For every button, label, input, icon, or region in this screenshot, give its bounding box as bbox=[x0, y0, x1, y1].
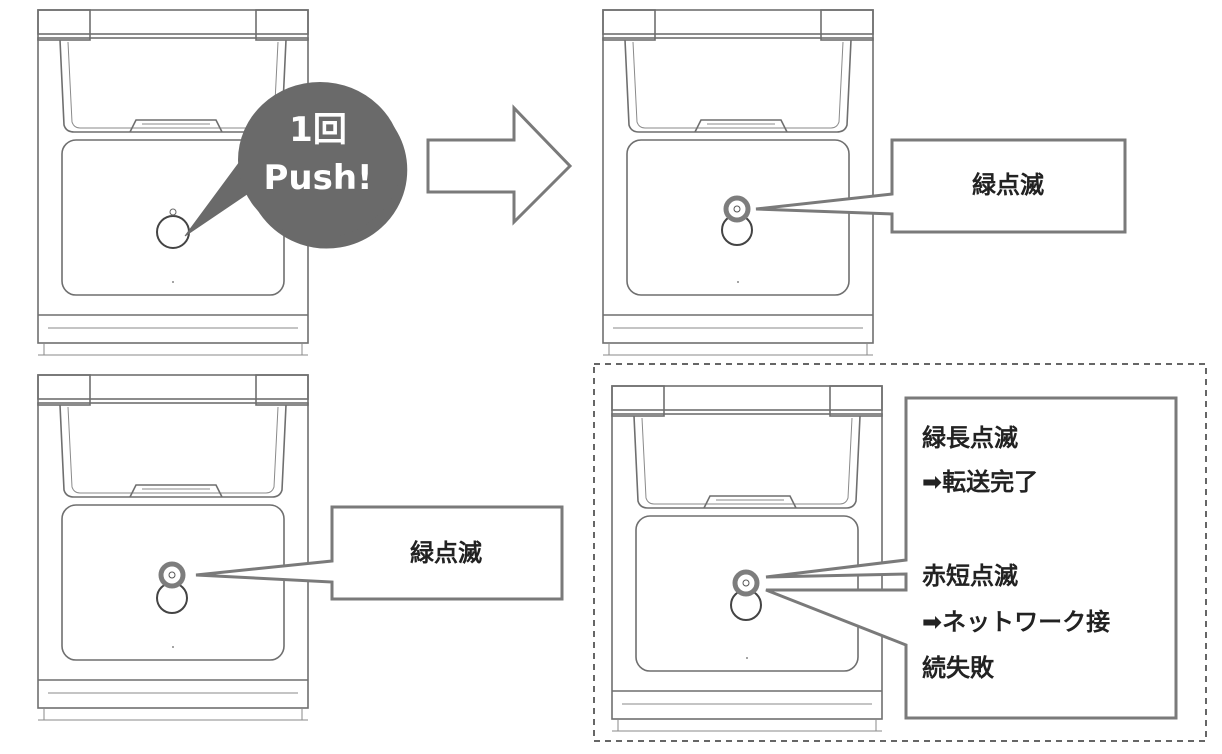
led-indicator bbox=[158, 561, 186, 589]
result-failure-line-2: ➡ネットワーク接 bbox=[922, 608, 1110, 636]
device-panel-2: 緑点滅 bbox=[602, 9, 1127, 356]
result-success-line-2: ➡転送完了 bbox=[922, 468, 1038, 496]
bubble-line-2: Push! bbox=[263, 158, 372, 198]
callout-top-text: 緑点滅 bbox=[972, 171, 1044, 199]
callout-bottom-left-box bbox=[195, 505, 564, 601]
bubble-line-1: 1回 bbox=[289, 110, 347, 150]
callout-result-box bbox=[765, 396, 1178, 720]
result-success-line-1: 緑長点滅 bbox=[922, 424, 1018, 452]
right-arrow-icon bbox=[426, 104, 573, 226]
led-indicator bbox=[732, 569, 760, 597]
led-indicator bbox=[723, 195, 751, 223]
push-speech-bubble: 1回 Push! bbox=[184, 82, 408, 249]
callout-top-box bbox=[755, 138, 1127, 234]
result-failure-line-3: 続失敗 bbox=[922, 654, 995, 682]
callout-bottom-left-text: 緑点滅 bbox=[410, 539, 482, 567]
push-button-icon bbox=[156, 215, 190, 249]
result-group: 緑長点滅 ➡転送完了 赤短点滅 ➡ネットワーク接 続失敗 bbox=[593, 363, 1207, 742]
result-failure-line-1: 赤短点滅 bbox=[922, 562, 1018, 590]
device-panel-3: 緑点滅 bbox=[37, 374, 564, 721]
